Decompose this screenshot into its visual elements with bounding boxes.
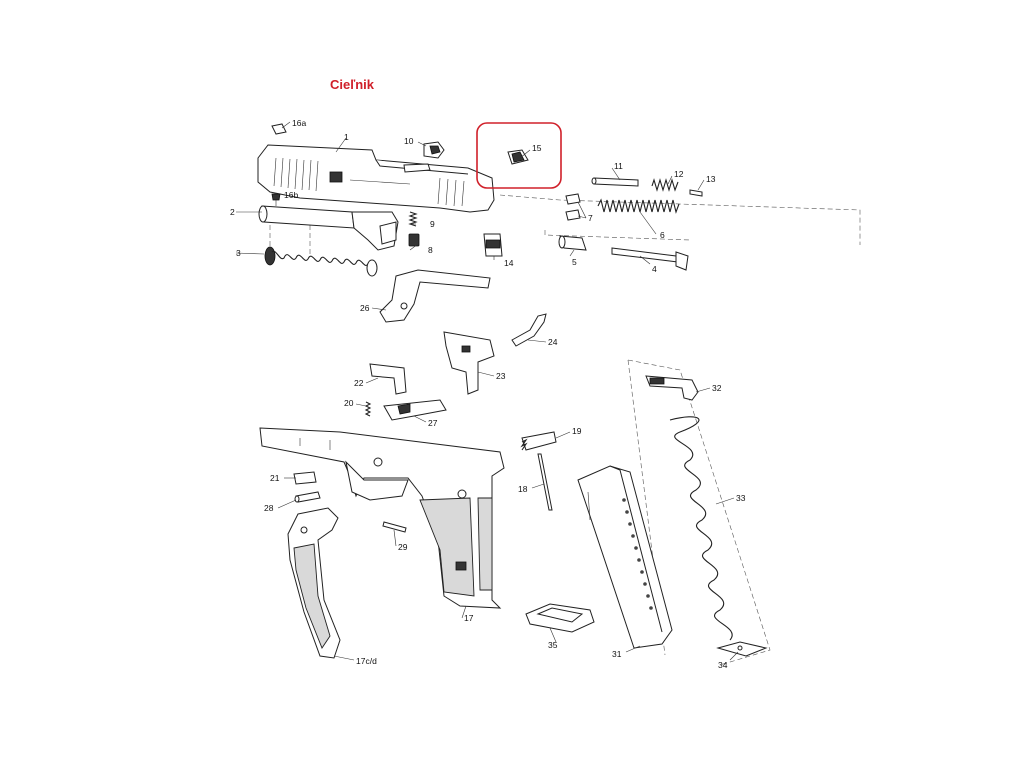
label-6: 6 bbox=[660, 230, 665, 240]
frame-part-17 bbox=[259, 427, 505, 609]
barrel-part-2 bbox=[258, 205, 399, 251]
label-12: 12 bbox=[674, 169, 684, 179]
label-9: 9 bbox=[430, 219, 435, 229]
part-22 bbox=[369, 363, 407, 395]
label-29: 29 bbox=[398, 542, 408, 552]
part-24 bbox=[511, 313, 547, 347]
label-2: 2 bbox=[230, 207, 235, 217]
part-27 bbox=[383, 399, 447, 421]
label-32: 32 bbox=[712, 383, 722, 393]
label-18: 18 bbox=[518, 484, 528, 494]
label-10: 10 bbox=[404, 136, 414, 146]
part-35 bbox=[525, 603, 595, 633]
label-7: 7 bbox=[588, 213, 593, 223]
part-16b bbox=[271, 193, 281, 206]
label-17: 17 bbox=[464, 613, 474, 623]
part-23 bbox=[443, 331, 495, 395]
part-9 bbox=[408, 211, 418, 227]
part-19 bbox=[520, 431, 557, 451]
label-16a: 16a bbox=[292, 118, 306, 128]
label-3: 3 bbox=[236, 248, 241, 258]
part-32 bbox=[645, 375, 699, 401]
label-16b: 16b bbox=[284, 190, 298, 200]
part-18 bbox=[537, 453, 553, 511]
part-13 bbox=[689, 189, 703, 197]
magazine-spring-part-33 bbox=[669, 416, 733, 641]
part-10 bbox=[423, 141, 445, 159]
label-5: 5 bbox=[572, 257, 577, 267]
highlight-box-rear-sight bbox=[476, 122, 562, 189]
recoil-spring-part-3 bbox=[264, 246, 378, 277]
label-22: 22 bbox=[354, 378, 364, 388]
label-28: 28 bbox=[264, 503, 274, 513]
part-26 bbox=[379, 269, 491, 323]
part-12-spring bbox=[651, 178, 679, 192]
rear-sight-part-15 bbox=[507, 149, 529, 165]
part-8 bbox=[408, 233, 420, 247]
part-14 bbox=[483, 233, 503, 257]
part-34 bbox=[716, 641, 768, 657]
part-11 bbox=[591, 177, 639, 187]
label-35: 35 bbox=[548, 640, 558, 650]
label-24: 24 bbox=[548, 337, 558, 347]
assembly-guide-lines bbox=[269, 194, 861, 666]
part-4 bbox=[611, 247, 689, 271]
label-34: 34 bbox=[718, 660, 728, 670]
backstrap-part-17cd bbox=[287, 507, 341, 659]
slide-serrations bbox=[273, 157, 465, 207]
label-8: 8 bbox=[428, 245, 433, 255]
label-23: 23 bbox=[496, 371, 506, 381]
label-1: 1 bbox=[344, 132, 349, 142]
label-15: 15 bbox=[532, 143, 542, 153]
label-20: 20 bbox=[344, 398, 354, 408]
part-29 bbox=[382, 521, 407, 533]
label-19: 19 bbox=[572, 426, 582, 436]
part-5 bbox=[558, 235, 587, 251]
label-21: 21 bbox=[270, 473, 280, 483]
part-6-spring bbox=[597, 198, 680, 214]
diagram-title: Cieľnik bbox=[330, 77, 375, 92]
part-28 bbox=[294, 491, 321, 503]
label-33: 33 bbox=[736, 493, 746, 503]
label-14: 14 bbox=[504, 258, 514, 268]
label-4: 4 bbox=[652, 264, 657, 274]
part-20-spring bbox=[364, 401, 372, 417]
label-26: 26 bbox=[360, 303, 370, 313]
label-31: 31 bbox=[612, 649, 622, 659]
label-11: 11 bbox=[614, 161, 623, 171]
part-21 bbox=[293, 471, 317, 485]
part-7 bbox=[565, 193, 581, 221]
label-13: 13 bbox=[706, 174, 716, 184]
part-labels: 16a 1 10 15 11 12 13 16b 2 9 7 6 8 3 5 1… bbox=[230, 118, 746, 670]
magazine-witness-holes bbox=[622, 498, 653, 610]
leader-lines bbox=[235, 137, 739, 661]
label-27: 27 bbox=[428, 418, 438, 428]
part-16a bbox=[271, 121, 291, 135]
label-17cd: 17c/d bbox=[356, 656, 377, 666]
magazine-part-31 bbox=[577, 465, 673, 649]
slide-part-1 bbox=[257, 144, 495, 213]
